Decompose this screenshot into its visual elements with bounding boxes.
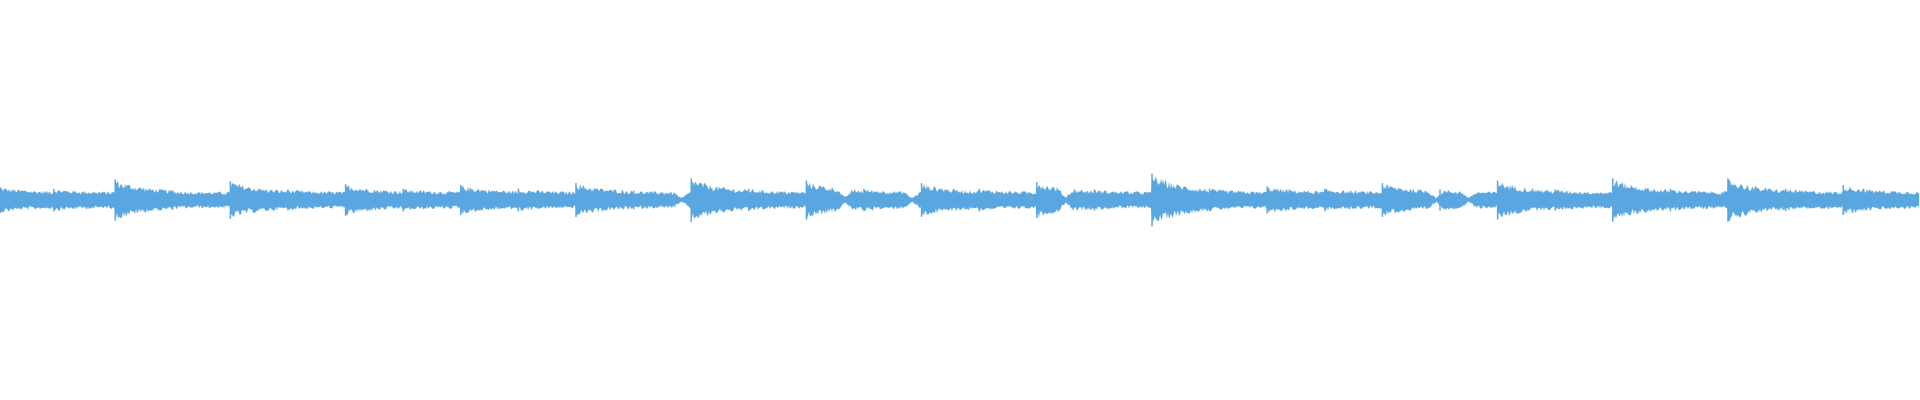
waveform-shape [0, 176, 1919, 225]
waveform-bars [0, 173, 1919, 227]
